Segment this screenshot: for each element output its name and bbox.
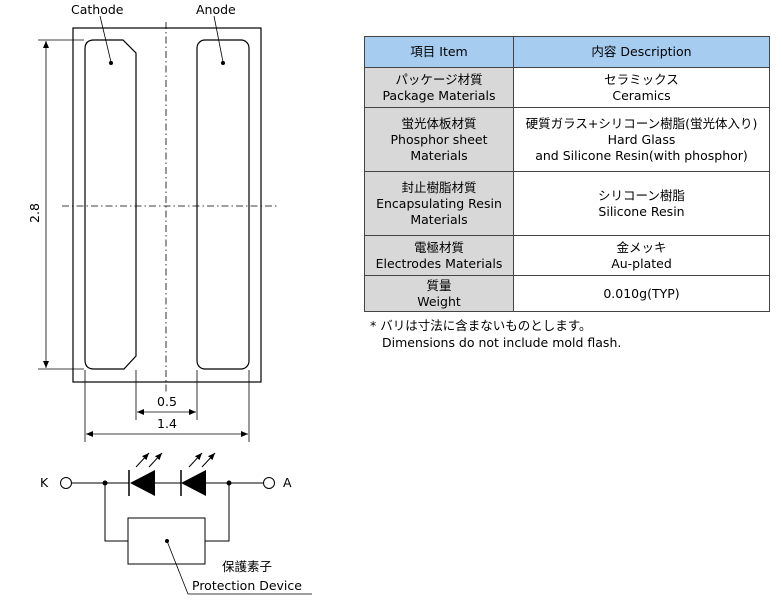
cathode-leader-dot (109, 61, 113, 65)
led-1-ray-1 (135, 452, 150, 468)
row-label-line: Materials (410, 147, 468, 163)
row-label-line: 質量 (426, 277, 452, 293)
protection-label-en: Protection Device (192, 578, 302, 593)
row-value: 0.010g(TYP) (513, 275, 770, 312)
row-value-line: Au-plated (611, 255, 672, 271)
dimension-note: * バリは寸法に含まないものとします。 Dimensions do not in… (370, 317, 621, 351)
table-row: 電極材質 Electrodes Materials 金メッキ Au-plated (364, 235, 770, 276)
protection-wire-left (104, 483, 128, 542)
note-line-jp: * バリは寸法に含まないものとします。 (370, 318, 592, 333)
row-label: パッケージ材質 Package Materials (364, 67, 514, 108)
row-value-line: 金メッキ (616, 239, 667, 255)
row-label-line: Phosphor sheet (390, 131, 488, 147)
led-2-ray-1 (188, 452, 203, 468)
header-description: 内容 Description (513, 36, 770, 68)
row-value-line: Ceramics (612, 87, 671, 103)
row-label: 電極材質 Electrodes Materials (364, 235, 514, 276)
anode-leader (213, 15, 224, 63)
gap-dimension-label: 0.5 (157, 394, 177, 409)
k-label: K (40, 475, 49, 490)
a-terminal (263, 477, 275, 489)
row-value: 硬質ガラス+シリコーン樹脂(蛍光体入り) Hard Glass and Sili… (513, 107, 770, 172)
row-label-line: Weight (417, 293, 461, 309)
anode-label: Anode (196, 2, 236, 17)
row-label-line: 電極材質 (413, 239, 464, 255)
led-2-ray-2 (201, 452, 216, 468)
cathode-leader (99, 15, 112, 63)
table-row: パッケージ材質 Package Materials セラミックス Ceramic… (364, 67, 770, 108)
table-row: 蛍光体板材質 Phosphor sheet Materials 硬質ガラス+シリ… (364, 107, 770, 172)
a-label: A (283, 475, 292, 490)
row-label-line: Encapsulating Resin (376, 195, 502, 211)
row-value: シリコーン樹脂 Silicone Resin (513, 171, 770, 236)
anode-electrode (196, 39, 250, 370)
width-dimension-label: 1.4 (157, 416, 177, 431)
protection-wire-right (205, 483, 230, 542)
row-label-line: 封止樹脂材質 (401, 179, 477, 195)
k-terminal (60, 477, 72, 489)
note-line-en: Dimensions do not include mold flash. (382, 335, 622, 350)
cathode-electrode (84, 39, 137, 370)
materials-table: 項目 Item 内容 Description パッケージ材質 Package M… (364, 36, 770, 312)
row-label-line: Electrodes Materials (375, 255, 503, 271)
protection-label-jp: 保護素子 (222, 559, 272, 574)
protection-leader (166, 540, 312, 595)
row-value: 金メッキ Au-plated (513, 235, 770, 276)
row-label-line: Package Materials (382, 87, 496, 103)
row-value-line: Silicone Resin (598, 203, 685, 219)
led-1-triangle (130, 470, 155, 496)
led-1-ray-2 (148, 452, 163, 468)
table-row: 質量 Weight 0.010g(TYP) (364, 275, 770, 312)
table-row: 封止樹脂材質 Encapsulating Resin Materials シリコ… (364, 171, 770, 236)
row-value-line: セラミックス (604, 71, 679, 87)
row-label-line: Materials (410, 211, 468, 227)
row-value: セラミックス Ceramics (513, 67, 770, 108)
row-label: 質量 Weight (364, 275, 514, 312)
row-label: 蛍光体板材質 Phosphor sheet Materials (364, 107, 514, 172)
row-value-line: 0.010g(TYP) (603, 285, 680, 301)
row-label-line: パッケージ材質 (395, 71, 483, 87)
anode-leader-dot (221, 61, 225, 65)
cathode-label: Cathode (71, 2, 124, 17)
table-header-row: 項目 Item 内容 Description (364, 36, 770, 68)
row-value-line: 硬質ガラス+シリコーン樹脂(蛍光体入り) (525, 115, 758, 131)
row-value-line: and Silicone Resin(with phosphor) (535, 147, 748, 163)
package-outline (72, 27, 262, 383)
header-item: 項目 Item (364, 36, 514, 68)
row-value-line: シリコーン樹脂 (598, 187, 685, 203)
height-dimension-label: 2.8 (27, 203, 42, 223)
row-label: 封止樹脂材質 Encapsulating Resin Materials (364, 171, 514, 236)
row-value-line: Hard Glass (607, 131, 676, 147)
led-2-triangle (181, 470, 206, 496)
row-label-line: 蛍光体板材質 (401, 115, 477, 131)
circuit-schematic: K A 保護素子 Protection Device (40, 452, 312, 595)
